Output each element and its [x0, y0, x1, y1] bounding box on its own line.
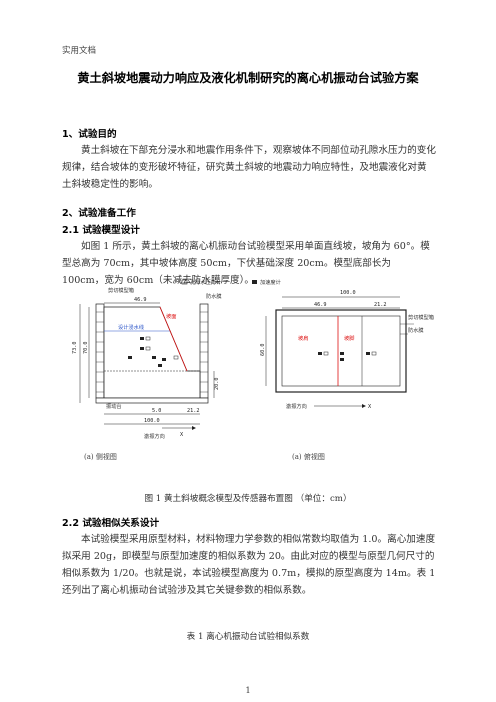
section-1-text: 黄土斜坡在下部充分浸水和地震作用条件下，观察坡体不同部位动孔隙水压力的变化规律，…: [62, 145, 436, 190]
side-dim-h-outer: 73.0: [72, 342, 78, 355]
section-1-heading: 1、试验目的: [62, 129, 117, 140]
side-slip-label: 坡面: [166, 312, 176, 320]
figure-1: 孔隙水压力计 加速度计 剪切模型箱 防水膜 46.9 设计浸水线 坡面: [72, 278, 434, 461]
page-number: 1: [245, 686, 251, 695]
side-dim-b2: 21.2: [187, 408, 200, 414]
section-2-heading: 2、试验准备工作: [62, 208, 136, 219]
side-membrane-label: 防水膜: [206, 292, 222, 300]
top-dim-top: 100.0: [340, 290, 356, 296]
section-2-1-text: 如图 1 所示，黄土斜坡的离心机振动台试验模型采用单面直线坡，坡角为 60°。模…: [62, 241, 430, 286]
section-2-2-body: 本试验模型采用原型材料，材料物理力学参数的相似常数均取值为 1.0。离心加速度拟…: [62, 531, 436, 599]
side-sensors: [128, 336, 179, 367]
top-sensors: [318, 351, 377, 361]
top-subcaption: (a) 俯视图: [292, 452, 325, 461]
legend-accel: 加速度计: [260, 278, 281, 286]
top-dim-t2: 21.2: [374, 302, 387, 308]
figure-caption: 图 1 黄土斜坡概念模型及传感器布置图 （单位：cm）: [144, 494, 352, 504]
side-table-label: 振动台: [106, 402, 122, 410]
top-box-label: 剪切模型箱: [408, 313, 434, 321]
section-2-2-heading: 2.2 试验相似关系设计: [62, 518, 160, 529]
side-dim-top: 46.9: [134, 297, 147, 303]
top-direction-label: 激振方向: [286, 402, 307, 410]
section-2-1-body: 如图 1 所示，黄土斜坡的离心机振动台试验模型采用单面直线坡，坡角为 60°。模…: [62, 238, 436, 289]
top-dim-h: 60.0: [260, 344, 266, 357]
top-dim-t1: 46.9: [314, 302, 327, 308]
section-1-body: 黄土斜坡在下部充分浸水和地震作用条件下，观察坡体不同部位动孔隙水压力的变化规律，…: [62, 142, 436, 193]
slope-body: [103, 306, 201, 399]
side-direction-label: 激振方向: [144, 432, 165, 440]
top-zone-shoulder: 坡肩: [298, 334, 308, 342]
side-axis-x: X: [180, 432, 184, 438]
side-view: 剪切模型箱 防水膜 46.9 设计浸水线 坡面: [72, 286, 222, 461]
top-zone-toe: 坡脚: [344, 334, 354, 342]
section-2-1-heading: 2.1 试验模型设计: [62, 225, 140, 236]
section-2-2-text: 本试验模型采用原型材料，材料物理力学参数的相似常数均取值为 1.0。离心加速度拟…: [62, 534, 436, 596]
figure-legend: 孔隙水压力计 加速度计: [181, 278, 281, 286]
top-membrane-label: 防水膜: [408, 326, 424, 334]
side-subcaption: (a) 侧视图: [84, 452, 117, 461]
table-caption: 表 1 离心机振动台试验相似系数: [186, 632, 310, 642]
side-dim-b1: 5.0: [152, 408, 161, 414]
side-dim-bottom: 100.0: [144, 418, 160, 424]
legend-pore: 孔隙水压力计: [190, 278, 221, 286]
accelerometer-legend-icon: [252, 280, 257, 284]
document-title: 黄土斜坡地震动力响应及液化机制研究的离心机振动台试验方案: [77, 71, 419, 85]
slope-surface-line: [159, 306, 188, 372]
side-dim-h-inner: 70.0: [83, 342, 89, 355]
running-header: 实用文档: [62, 46, 97, 56]
top-view: 100.0 46.9 21.2 坡肩 坡脚 剪切模型箱 防水膜 60.0 激振方…: [260, 290, 434, 461]
side-box-label: 剪切模型箱: [108, 286, 134, 294]
side-water-label: 设计浸水线: [118, 323, 144, 331]
side-dim-base: 20.0: [214, 378, 220, 391]
pore-pressure-legend-icon: [181, 279, 188, 285]
top-axis-x: X: [368, 404, 372, 410]
